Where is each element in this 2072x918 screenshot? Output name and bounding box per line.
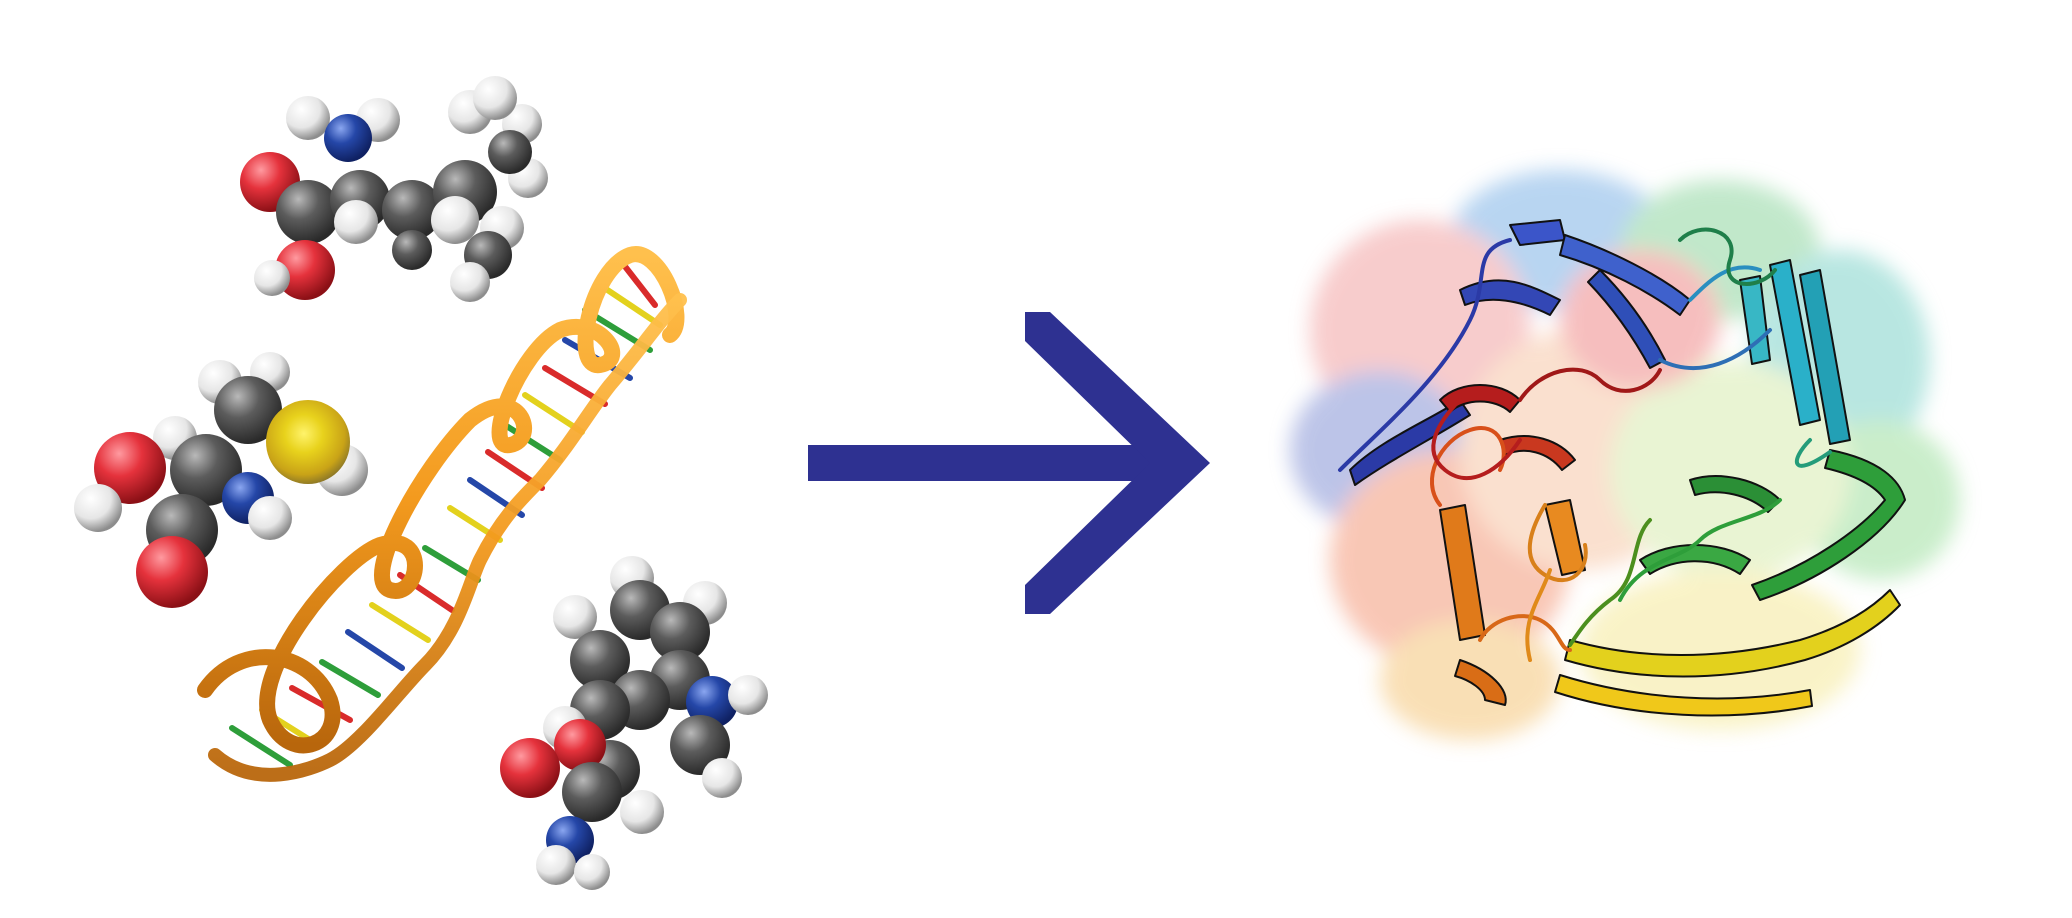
arrow-right-icon [808, 312, 1210, 614]
arrow-head [1025, 312, 1210, 614]
building-blocks-panel [74, 76, 768, 890]
dna-backbone-strand-2 [208, 293, 687, 782]
amino-acid-molecule-bottom [500, 556, 768, 890]
dna-backbone-strand-1 [197, 246, 685, 754]
amino-acid-molecule-top [240, 76, 548, 302]
protein-ribbons [1349, 219, 1906, 717]
protein-icon [1290, 170, 1960, 740]
dna-helix [197, 246, 687, 782]
arrow-shaft [808, 445, 1163, 481]
amino-acid-molecule-left [74, 352, 368, 608]
protein-coils [1338, 227, 1832, 662]
